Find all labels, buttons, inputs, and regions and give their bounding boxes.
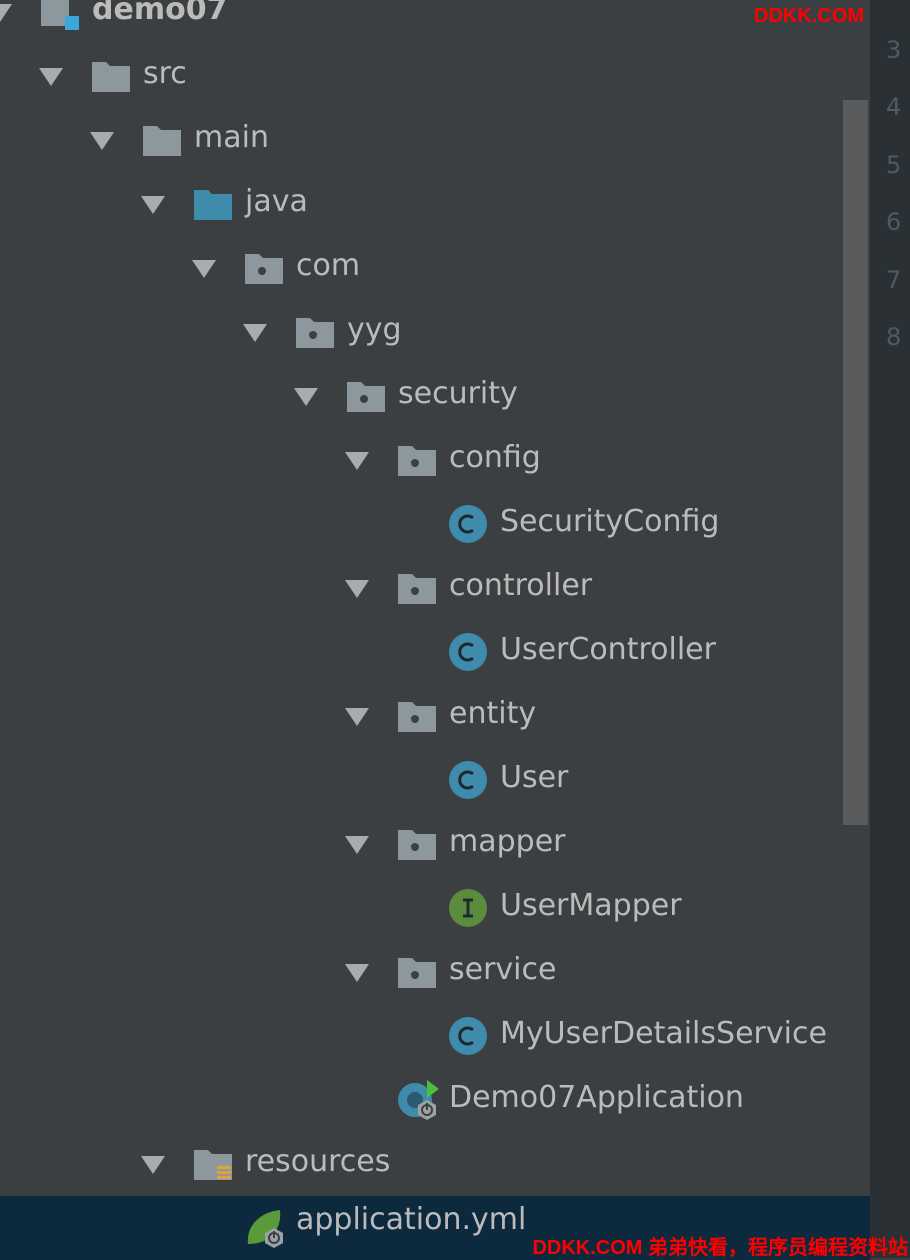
tree-node-label: demo07 (92, 0, 228, 27)
tree-node-application-yml[interactable]: application.yml (0, 1196, 870, 1260)
class-icon (448, 504, 488, 544)
class-icon (448, 1016, 488, 1056)
tree-node-label: entity (449, 696, 537, 731)
expand-arrow-icon[interactable] (141, 1156, 165, 1174)
tree-node-java[interactable]: java (0, 172, 870, 236)
tree-node-resources[interactable]: resources (0, 1132, 870, 1196)
source-folder-icon (193, 184, 233, 224)
package-icon (397, 824, 437, 864)
package-icon (295, 312, 335, 352)
tree-node-label: security (398, 376, 518, 411)
tree-node-mapper[interactable]: mapper (0, 812, 870, 876)
tree-node-myuserdetailsservice[interactable]: MyUserDetailsService (0, 1004, 870, 1068)
tree-node-service[interactable]: service (0, 940, 870, 1004)
tree-node-usercontroller[interactable]: UserController (0, 620, 870, 684)
folder-icon (142, 120, 182, 160)
line-number: 8 (886, 323, 902, 351)
tree-node-label: controller (449, 568, 593, 603)
tree-node-label: UserController (500, 632, 716, 667)
line-number: 6 (886, 208, 902, 236)
expand-arrow-icon[interactable] (345, 452, 369, 470)
line-number: 5 (886, 150, 902, 179)
expand-arrow-icon[interactable] (39, 68, 63, 86)
tree-node-com[interactable]: com (0, 236, 870, 300)
spring-config-icon (244, 1208, 284, 1248)
tree-node-entity[interactable]: entity (0, 684, 870, 748)
expand-arrow-icon[interactable] (192, 260, 216, 278)
tree-node-label: com (296, 248, 361, 283)
line-number: 2 (886, 0, 901, 6)
tree-node-label: src (143, 56, 187, 91)
expand-arrow-icon[interactable] (345, 964, 369, 982)
tree-node-security[interactable]: security (0, 364, 870, 428)
tree-node-main[interactable]: main (0, 108, 870, 172)
tree-node-label: service (449, 952, 557, 987)
module-folder-icon (40, 0, 80, 32)
tree-node-label: application.yml (296, 1202, 527, 1237)
expand-arrow-icon[interactable] (0, 4, 12, 22)
spring-boot-app-icon (397, 1080, 439, 1120)
class-icon (448, 760, 488, 800)
folder-icon (91, 56, 131, 96)
tree-node-demo07application[interactable]: Demo07Application (0, 1068, 870, 1132)
tree-node-src[interactable]: src (0, 44, 870, 108)
package-icon (244, 248, 284, 288)
tree-node-label: java (245, 184, 308, 219)
package-icon (397, 696, 437, 736)
scrollbar-thumb[interactable] (843, 100, 868, 825)
tree-node-label: config (449, 440, 541, 475)
expand-arrow-icon[interactable] (345, 836, 369, 854)
editor-gutter: 2 3 4 5 6 7 8 (870, 0, 910, 1258)
tree-node-label: MyUserDetailsService (500, 1016, 827, 1051)
interface-icon (448, 888, 488, 928)
expand-arrow-icon[interactable] (294, 388, 318, 406)
expand-arrow-icon[interactable] (345, 580, 369, 598)
tree-node-label: main (194, 120, 269, 155)
tree-node-controller[interactable]: controller (0, 556, 870, 620)
tree-node-usermapper[interactable]: UserMapper (0, 876, 870, 940)
line-number: 7 (886, 265, 902, 294)
line-number: 4 (886, 93, 902, 121)
expand-arrow-icon[interactable] (243, 324, 267, 342)
watermark-bottom: DDKK.COM 弟弟快看，程序员编程资料站 (532, 1237, 908, 1259)
watermark-top: DDKK.COM (754, 5, 864, 27)
tree-node-label: mapper (449, 824, 566, 859)
tree-node-label: User (500, 760, 569, 795)
class-icon (448, 632, 488, 672)
expand-arrow-icon[interactable] (141, 196, 165, 214)
package-icon (346, 376, 386, 416)
resources-folder-icon (193, 1144, 233, 1184)
package-icon (397, 440, 437, 480)
tree-node-securityconfig[interactable]: SecurityConfig (0, 492, 870, 556)
tree-node-demo07[interactable]: demo07 (0, 0, 870, 44)
tree-node-label: yyg (347, 312, 402, 347)
package-icon (397, 568, 437, 608)
tree-node-label: SecurityConfig (500, 504, 720, 539)
package-icon (397, 952, 437, 992)
tree-node-label: Demo07Application (449, 1080, 744, 1115)
expand-arrow-icon[interactable] (90, 132, 114, 150)
tree-node-label: UserMapper (500, 888, 682, 923)
tree-node-yyg[interactable]: yyg (0, 300, 870, 364)
line-number: 3 (886, 35, 902, 64)
tree-node-config[interactable]: config (0, 428, 870, 492)
tree-node-user[interactable]: User (0, 748, 870, 812)
expand-arrow-icon[interactable] (345, 708, 369, 726)
tree-node-label: resources (245, 1144, 391, 1179)
